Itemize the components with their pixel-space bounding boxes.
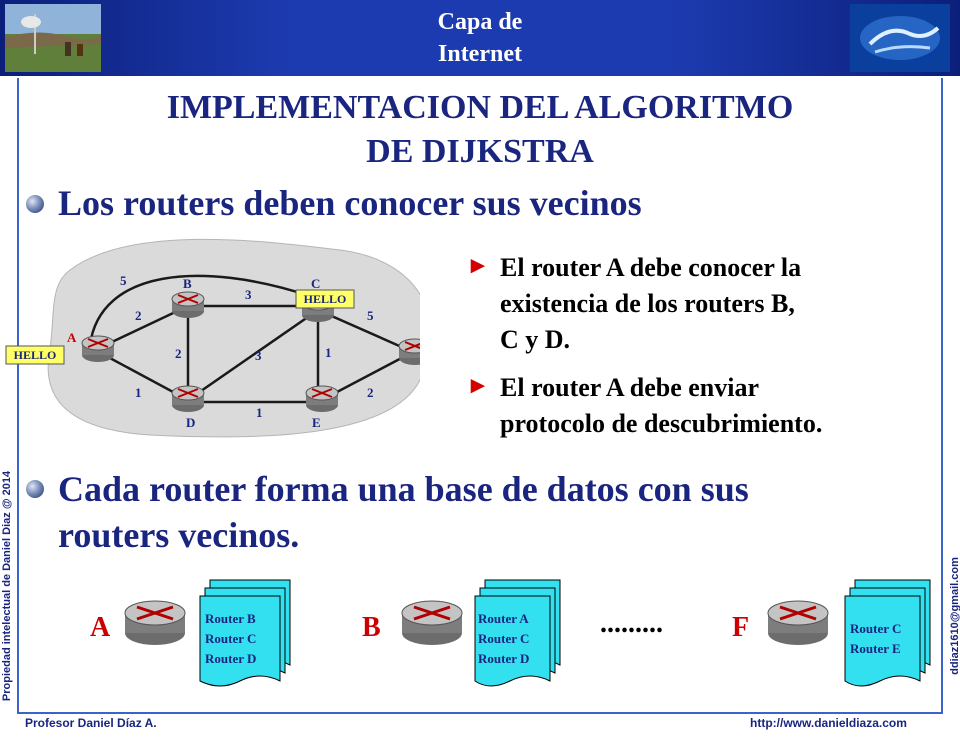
link-c-f [317,308,414,354]
db-a-entry-1: Router B [205,611,256,626]
db-router-label-f: F [732,612,749,643]
weight-d-e: 1 [256,405,263,420]
header-bar [0,0,960,76]
node-label-b: B [183,276,192,291]
node-label-e: E [312,415,321,430]
side-note-1: El router A debe conocer la existencia d… [500,250,801,358]
footer-author: Profesor Daniel Díaz A. [25,716,157,730]
weight-c-e: 1 [325,345,332,360]
router-database-row: A Router B Router C Router D B Ro [90,579,931,687]
weight-a-d: 1 [135,385,142,400]
side-note-1-line3: C y D. [500,325,571,354]
footer-url-link[interactable]: http://www.danieldiaza.com [750,716,907,730]
router-b-icon [171,291,205,318]
network-diagram: A B C D E F 5 2 1 3 2 3 1 5 1 2 HELLO HE… [5,238,420,438]
weight-b-d: 2 [175,346,182,361]
link-d-c [187,308,319,402]
side-note-1-line2: existencia de los routers B, [500,289,795,318]
db-f-entry-1: Router C [850,621,901,636]
bullet-text-database-line2: routers vecinos. [58,515,300,555]
arrow-marker-1: ► [466,253,490,279]
db-b-entry-1: Router A [478,611,529,626]
hello-tag-a: HELLO [5,345,65,365]
page-title: IMPLEMENTACION DEL ALGORITMO DE DIJKSTRA [90,86,870,174]
hello-label-a: HELLO [14,348,57,362]
digital-hand-photo [850,4,950,72]
bullet-icon [26,195,44,213]
router-e-icon [305,385,339,412]
database-stack-a: Router B Router C Router D [199,579,291,687]
router-d-icon [171,385,205,412]
bullet-text-neighbors: Los routers deben conocer sus vecinos [58,183,642,223]
side-note-1-line1: El router A debe conocer la [500,253,802,282]
database-stack-b: Router A Router C Router D [474,579,561,687]
ellipsis: ......... [600,608,663,639]
bullet-text-database-line1: Cada router forma una base de datos con … [58,469,749,509]
side-note-2: El router A debe enviar protocolo de des… [500,370,822,442]
db-a-entry-3: Router D [205,651,256,666]
router-icon-f [767,600,829,645]
database-stack-f: Router C Router E [844,579,931,687]
weight-b-c: 3 [245,287,252,302]
bullet-text-database: Cada router forma una base de datos con … [58,466,749,558]
db-router-label-a: A [90,612,111,643]
db-f-entry-2: Router E [850,641,901,656]
weight-a-c: 5 [120,273,127,288]
side-note-2-line1: El router A debe enviar [500,373,760,402]
db-router-label-b: B [362,612,381,643]
db-b-entry-3: Router D [478,651,529,666]
arrow-marker-2: ► [466,373,490,399]
hello-tag-c: HELLO [295,289,355,309]
hello-label-c: HELLO [304,292,347,306]
header-title-line2: Internet [438,41,522,67]
weight-d-c: 3 [255,348,262,363]
router-icon-b [401,600,463,645]
node-label-c: C [311,276,320,291]
db-b-entry-2: Router C [478,631,529,646]
weight-a-b: 2 [135,308,142,323]
antenna-photo [5,4,101,72]
page-title-line1: IMPLEMENTACION DEL ALGORITMO [166,89,794,126]
link-a-c [88,274,311,346]
bullet-icon [26,480,44,498]
email-vertical: ddiaz1610@gmail.com [949,557,960,675]
content-frame [17,78,943,714]
copyright-vertical: Propiedad intelectual de Daniel Diaz @ 2… [1,470,13,702]
node-label-d: D [186,415,195,430]
weight-c-f: 5 [367,308,374,323]
db-a-entry-2: Router C [205,631,256,646]
router-f-icon [398,338,420,365]
node-label-a: A [67,330,77,345]
header-title: Capa de Internet [380,6,580,70]
side-note-2-line2: protocolo de descubrimiento. [500,409,823,438]
weight-e-f: 2 [367,385,374,400]
page-title-line2: DE DIJKSTRA [366,133,594,170]
router-a-icon [81,335,115,362]
header-title-line1: Capa de [437,9,523,35]
router-icon-a [124,600,186,645]
